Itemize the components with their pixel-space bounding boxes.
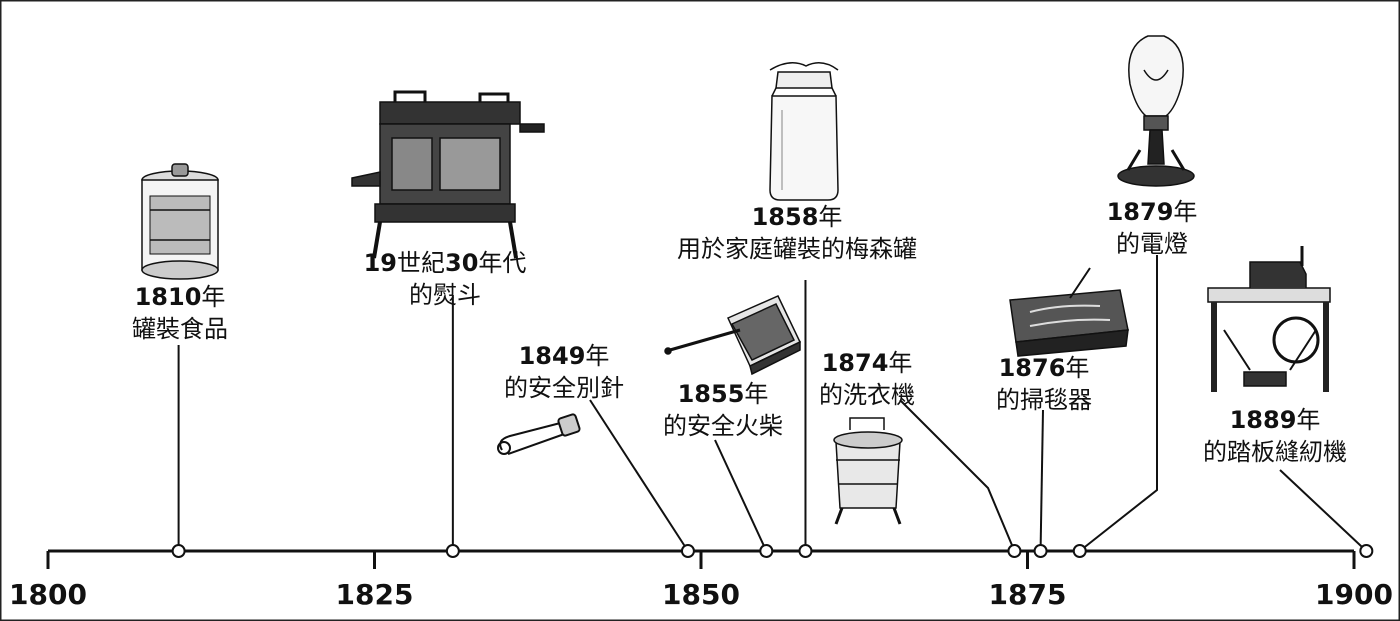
safety-pin-icon (497, 413, 581, 455)
event-year-label: 19世紀30年代 (364, 249, 527, 277)
event-year: 1849 (519, 342, 586, 370)
event-marker (798, 544, 813, 558)
event-year: 1876 (999, 354, 1066, 382)
event-description: 罐裝食品 (132, 315, 228, 343)
event-year-mid: 世紀 (397, 249, 445, 277)
event-year: 1810 (135, 283, 202, 311)
connector-line (899, 399, 1016, 552)
sewing-machine-icon (1207, 246, 1331, 392)
iron-stove-icon (351, 90, 545, 259)
event-description: 的電燈 (1116, 230, 1188, 258)
connector-line (1079, 255, 1158, 552)
event-year-suffix: 年代 (478, 249, 526, 277)
event-year: 19 (364, 249, 397, 277)
event-description: 用於家庭罐裝的梅森罐 (677, 235, 917, 263)
washing-machine-icon (833, 417, 903, 525)
light-bulb-icon (1117, 35, 1195, 187)
tick-label: 1825 (336, 578, 414, 611)
event-description: 的踏板縫紉機 (1203, 438, 1347, 466)
event-year: 1855 (678, 380, 745, 408)
event-description: 的洗衣機 (819, 381, 915, 409)
event-year-suffix: 年 (1173, 198, 1197, 226)
event-year: 1879 (1107, 198, 1174, 226)
event-year-suffix: 年 (585, 342, 609, 370)
mason-jar-icon (769, 62, 839, 201)
event-year-label: 1858年 (752, 203, 843, 231)
event-year-suffix: 年 (1296, 406, 1320, 434)
event-description: 的熨斗 (409, 281, 481, 309)
event-description: 的安全火柴 (663, 412, 783, 440)
event-year: 1874 (822, 349, 889, 377)
event-year-label: 1810年 (135, 283, 226, 311)
connector-line (1279, 469, 1368, 552)
matchbox-icon (664, 295, 801, 376)
timeline-axis: 1800 1825 1850 1875 1900 (9, 549, 1393, 611)
event-marker (1359, 544, 1374, 558)
event-marker (171, 544, 186, 558)
carpet-sweeper-icon (1009, 267, 1129, 357)
event-description: 的掃毯器 (996, 386, 1092, 414)
tick-label: 1800 (9, 578, 87, 611)
event-year-suffix: 年 (818, 203, 842, 231)
event-year-label: 1855年 (678, 380, 769, 408)
event-year-suffix: 年 (1065, 354, 1089, 382)
event-marker (759, 544, 774, 558)
event-marker (1033, 544, 1048, 558)
event-year-suffix: 年 (744, 380, 768, 408)
event-year: 1858 (752, 203, 819, 231)
event-year: 1889 (1230, 406, 1297, 434)
connector-line (589, 399, 689, 552)
event-marker (1007, 544, 1022, 558)
tick-label: 1875 (989, 578, 1067, 611)
tick-label: 1850 (662, 578, 740, 611)
event-marker (445, 544, 460, 558)
connector-line (714, 439, 768, 552)
event-year-label: 1889年 (1230, 406, 1321, 434)
event-year-suffix: 年 (888, 349, 912, 377)
event-year-2: 30 (445, 249, 478, 277)
food-can-icon (141, 163, 219, 280)
event-marker (1072, 544, 1087, 558)
event-description: 的安全別針 (504, 374, 624, 402)
event-year-label: 1849年 (519, 342, 610, 370)
tick-label: 1900 (1315, 578, 1393, 611)
event-year-suffix: 年 (201, 283, 225, 311)
event-year-label: 1876年 (999, 354, 1090, 382)
event-year-label: 1879年 (1107, 198, 1198, 226)
connector-line (1039, 409, 1044, 552)
event-year-label: 1874年 (822, 349, 913, 377)
event-marker (680, 544, 695, 558)
